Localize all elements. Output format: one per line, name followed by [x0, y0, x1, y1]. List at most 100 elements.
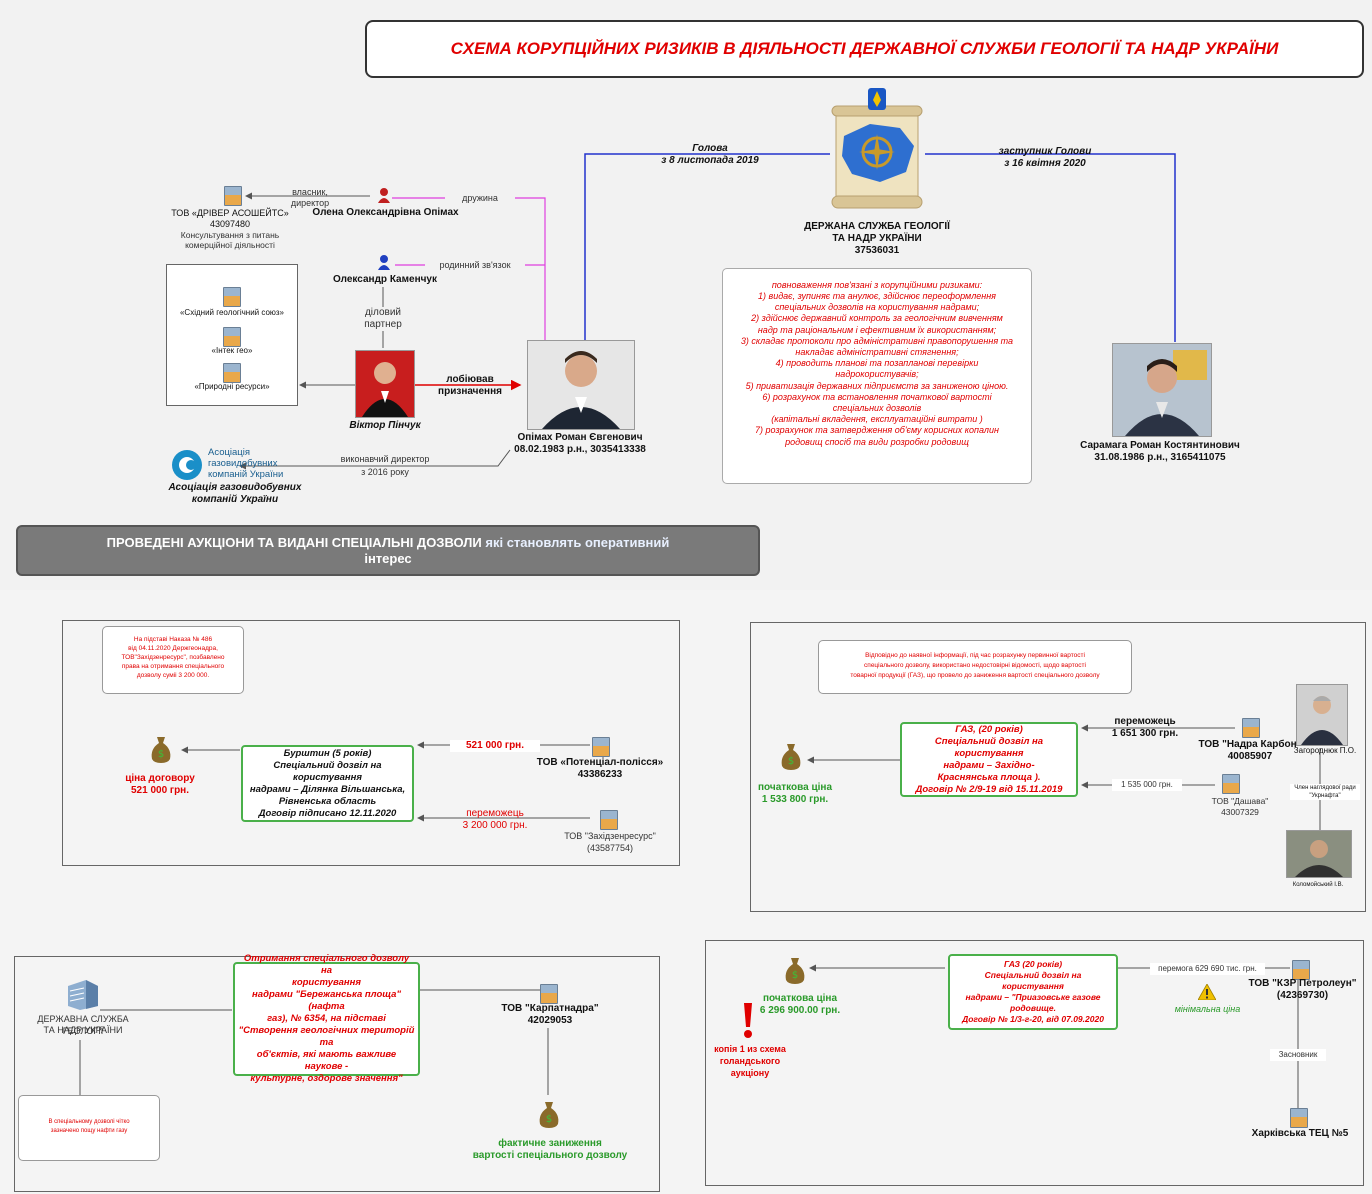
driver-company-name: ТОВ «ДРІВЕР АСОШЕЙТС» — [171, 208, 289, 218]
case1-note-line: права на отримання спеціального — [121, 663, 225, 670]
pinchuk-name: Віктор Пінчук — [349, 420, 421, 431]
case3-permit-line: "Створення геологічних територій та — [238, 1025, 415, 1048]
case4-tec-building-icon — [1290, 1108, 1308, 1128]
case1-company2-code: (43587754) — [586, 843, 634, 853]
company3-name: «Природні ресурси» — [194, 382, 270, 391]
case1-price-value: 521 000 грн. — [130, 785, 190, 796]
case4-copy-line1: копія 1 из схема — [714, 1044, 786, 1054]
association-name1: Асоціація газовидобувних — [168, 482, 302, 493]
edge-exec-label1: виконавчий директор — [340, 454, 430, 464]
case3-note-box: В спеціальному дозволі чітко зазначено п… — [18, 1095, 160, 1161]
edge-lobby-label2: призначення — [438, 386, 502, 397]
driver-company-desc2: комерційної діяльності — [185, 240, 275, 250]
case3-permit-line: користування — [292, 977, 361, 988]
edge-head-label2: з 8 листопада 2019 — [661, 155, 759, 166]
case4-company-code: (42369730) — [1276, 990, 1329, 1001]
opimakh-name: Опімах Роман Євгенович — [517, 432, 643, 443]
case2-note-line: товарної продукції (ГАЗ), що провело до … — [850, 672, 1100, 679]
opimakh-wife-name: Олена Олександрівна Опімах — [312, 207, 459, 218]
edge-relative-label: родинний зв'язок — [425, 259, 525, 271]
zagorodniuk-portrait-icon — [1301, 696, 1343, 745]
case4-permit-text: ГАЗ (20 років)Спеціальний дозвіл на кори… — [953, 959, 1113, 1025]
case1-company1-code: 43386233 — [577, 769, 623, 780]
case4-company-building-icon — [1292, 960, 1310, 980]
case1-winner-label: переможець — [466, 808, 524, 819]
svg-text:$: $ — [546, 1114, 552, 1125]
svg-text:$: $ — [788, 756, 794, 767]
case3-panel — [14, 956, 660, 1192]
case3-permit-line: газ), № 6354, на підставі — [267, 1013, 386, 1024]
zagorodniuk-name: Загороднюк П.О. — [1293, 746, 1357, 755]
company2-building-icon — [223, 327, 241, 347]
driver-company-building-icon — [224, 186, 242, 206]
money-bag-icon: $ — [539, 1102, 559, 1128]
risk-line: родовищ спосіб та види розробки родовищ — [785, 436, 969, 447]
case3-note-line1: В спеціальному дозволі чітко — [48, 1119, 130, 1125]
case1-permit-line: Договір підписано 12.11.2020 — [258, 807, 397, 819]
edge-deputy-label1: заступник Голови — [998, 146, 1092, 157]
case2-winner-amount: 1 651 300 грн. — [1111, 728, 1179, 739]
agency-name-line2: ТА НАДР УКРАЇНИ — [832, 233, 922, 244]
svg-text:$: $ — [792, 970, 798, 981]
case1-note-line: На підставі Наказа № 486 — [133, 636, 213, 643]
exclamation-icon — [744, 1003, 752, 1038]
saramaga-info: 31.08.1986 р.н., 3165411075 — [1094, 452, 1226, 463]
case2-board-label1: Член наглядової ради — [1290, 784, 1360, 792]
edge-deputy-label2: з 16 квітня 2020 — [1004, 158, 1086, 169]
agency-name-line1: ДЕРЖАНА СЛУЖБА ГЕОЛОГІЇ — [804, 221, 950, 232]
association-logo-line3: компаній України — [208, 469, 284, 480]
case1-note-line: ТОВ"Західзенресурс", позбавлено — [121, 654, 225, 661]
case3-permit-line: Отримання спеціального дозволу на — [243, 953, 410, 976]
risks-heading: повноваження пов'язані з корупційними ри… — [771, 280, 983, 290]
case2-permit-line: Договір № 2/9-19 від 15.11.2019 — [915, 783, 1063, 795]
case3-permit-line: об'єктів, які мають важливе наукове - — [256, 1049, 397, 1072]
case1-note-line: від 04.11.2020 Держгеонадра, — [128, 645, 218, 652]
edge-exec-label2: з 2016 року — [361, 467, 409, 477]
pinchuk-companies-panel: «Східний геологічний союз» «Інтек гео» «… — [166, 264, 298, 406]
case3-permit-line: культурне, оздорове значення" — [250, 1073, 403, 1084]
case2-permit-line: ГАЗ, (20 років) — [955, 723, 1023, 735]
edge-partner-label2: партнер — [350, 319, 416, 331]
case4-copy-line3: аукціону — [730, 1068, 770, 1078]
risk-line: 4) проводить планові та позапланові пере… — [775, 358, 979, 369]
case3-result-line1: фактичне заниження — [498, 1138, 602, 1149]
pinchuk-photo — [355, 350, 415, 418]
case2-company1-code: 40085907 — [1227, 751, 1273, 762]
case2-company2-name: ТОВ "Дашава" — [1211, 796, 1269, 806]
case2-note-box: Відповідно до наявної інформації, під ча… — [818, 640, 1132, 694]
corruption-risks-box: повноваження пов'язані з корупційними ри… — [722, 268, 1032, 484]
risk-line: 7) розрахунок та затвердження об'єму кор… — [755, 425, 999, 436]
saramaga-name: Сарамага Роман Костянтинович — [1080, 440, 1240, 451]
case4-founder-label: Засновник — [1270, 1049, 1326, 1061]
opimakh-info: 08.02.1983 р.н., 3035413338 — [514, 444, 646, 455]
association-logo-text: Асоціація газовидобувних компаній Україн… — [208, 447, 283, 480]
edge-head-label1: Голова — [692, 143, 728, 154]
company3-building-icon — [223, 363, 241, 383]
risk-line: (капітальні вкладення, експлуатаційні ви… — [771, 414, 983, 425]
risk-line: надр та раціональним і ефективним їх вик… — [757, 324, 997, 335]
page-title: СХЕМА КОРУПЦІЙНИХ РИЗИКІВ В ДІЯЛЬНОСТІ Д… — [365, 20, 1364, 78]
company1-building-icon — [223, 287, 241, 307]
kamenchuk-name: Олександр Каменчук — [333, 274, 437, 285]
case1-amount1: 521 000 грн. — [450, 740, 540, 752]
case3-agency-line1: ДЕРЖАВНА СЛУЖБА ГЕОЛОГІЇ — [37, 1014, 129, 1036]
edge-partner-label1: діловий — [350, 307, 416, 319]
case4-permit-line: ГАЗ (20 років) — [1003, 959, 1063, 969]
driver-company-desc1: Консультування з питань — [180, 230, 280, 240]
case1-permit-line: Рівненська область — [278, 795, 377, 807]
case1-panel — [62, 620, 680, 866]
case2-permit-line: Краснянська площа ). — [937, 771, 1041, 783]
edge-wife-label: дружина — [445, 192, 515, 204]
case3-note-line2: зазначено пощу нафти газу — [50, 1128, 128, 1134]
case4-permit-line: надрами – "Приазовське газове — [965, 992, 1101, 1002]
female-person-icon — [378, 188, 390, 203]
case3-company-name: ТОВ "Карпатнадра" — [501, 1003, 599, 1014]
agency-scroll-icon — [831, 88, 923, 209]
case3-company-code: 42029053 — [527, 1015, 573, 1026]
agency-emblem — [830, 86, 924, 214]
case4-permit-box: ГАЗ (20 років)Спеціальний дозвіл на кори… — [948, 954, 1118, 1030]
risk-line: надрокористувачів; — [835, 369, 919, 380]
agency-building-icon — [68, 980, 98, 1010]
case2-permit-box: ГАЗ, (20 років)Спеціальний дозвіл на кор… — [900, 722, 1078, 797]
